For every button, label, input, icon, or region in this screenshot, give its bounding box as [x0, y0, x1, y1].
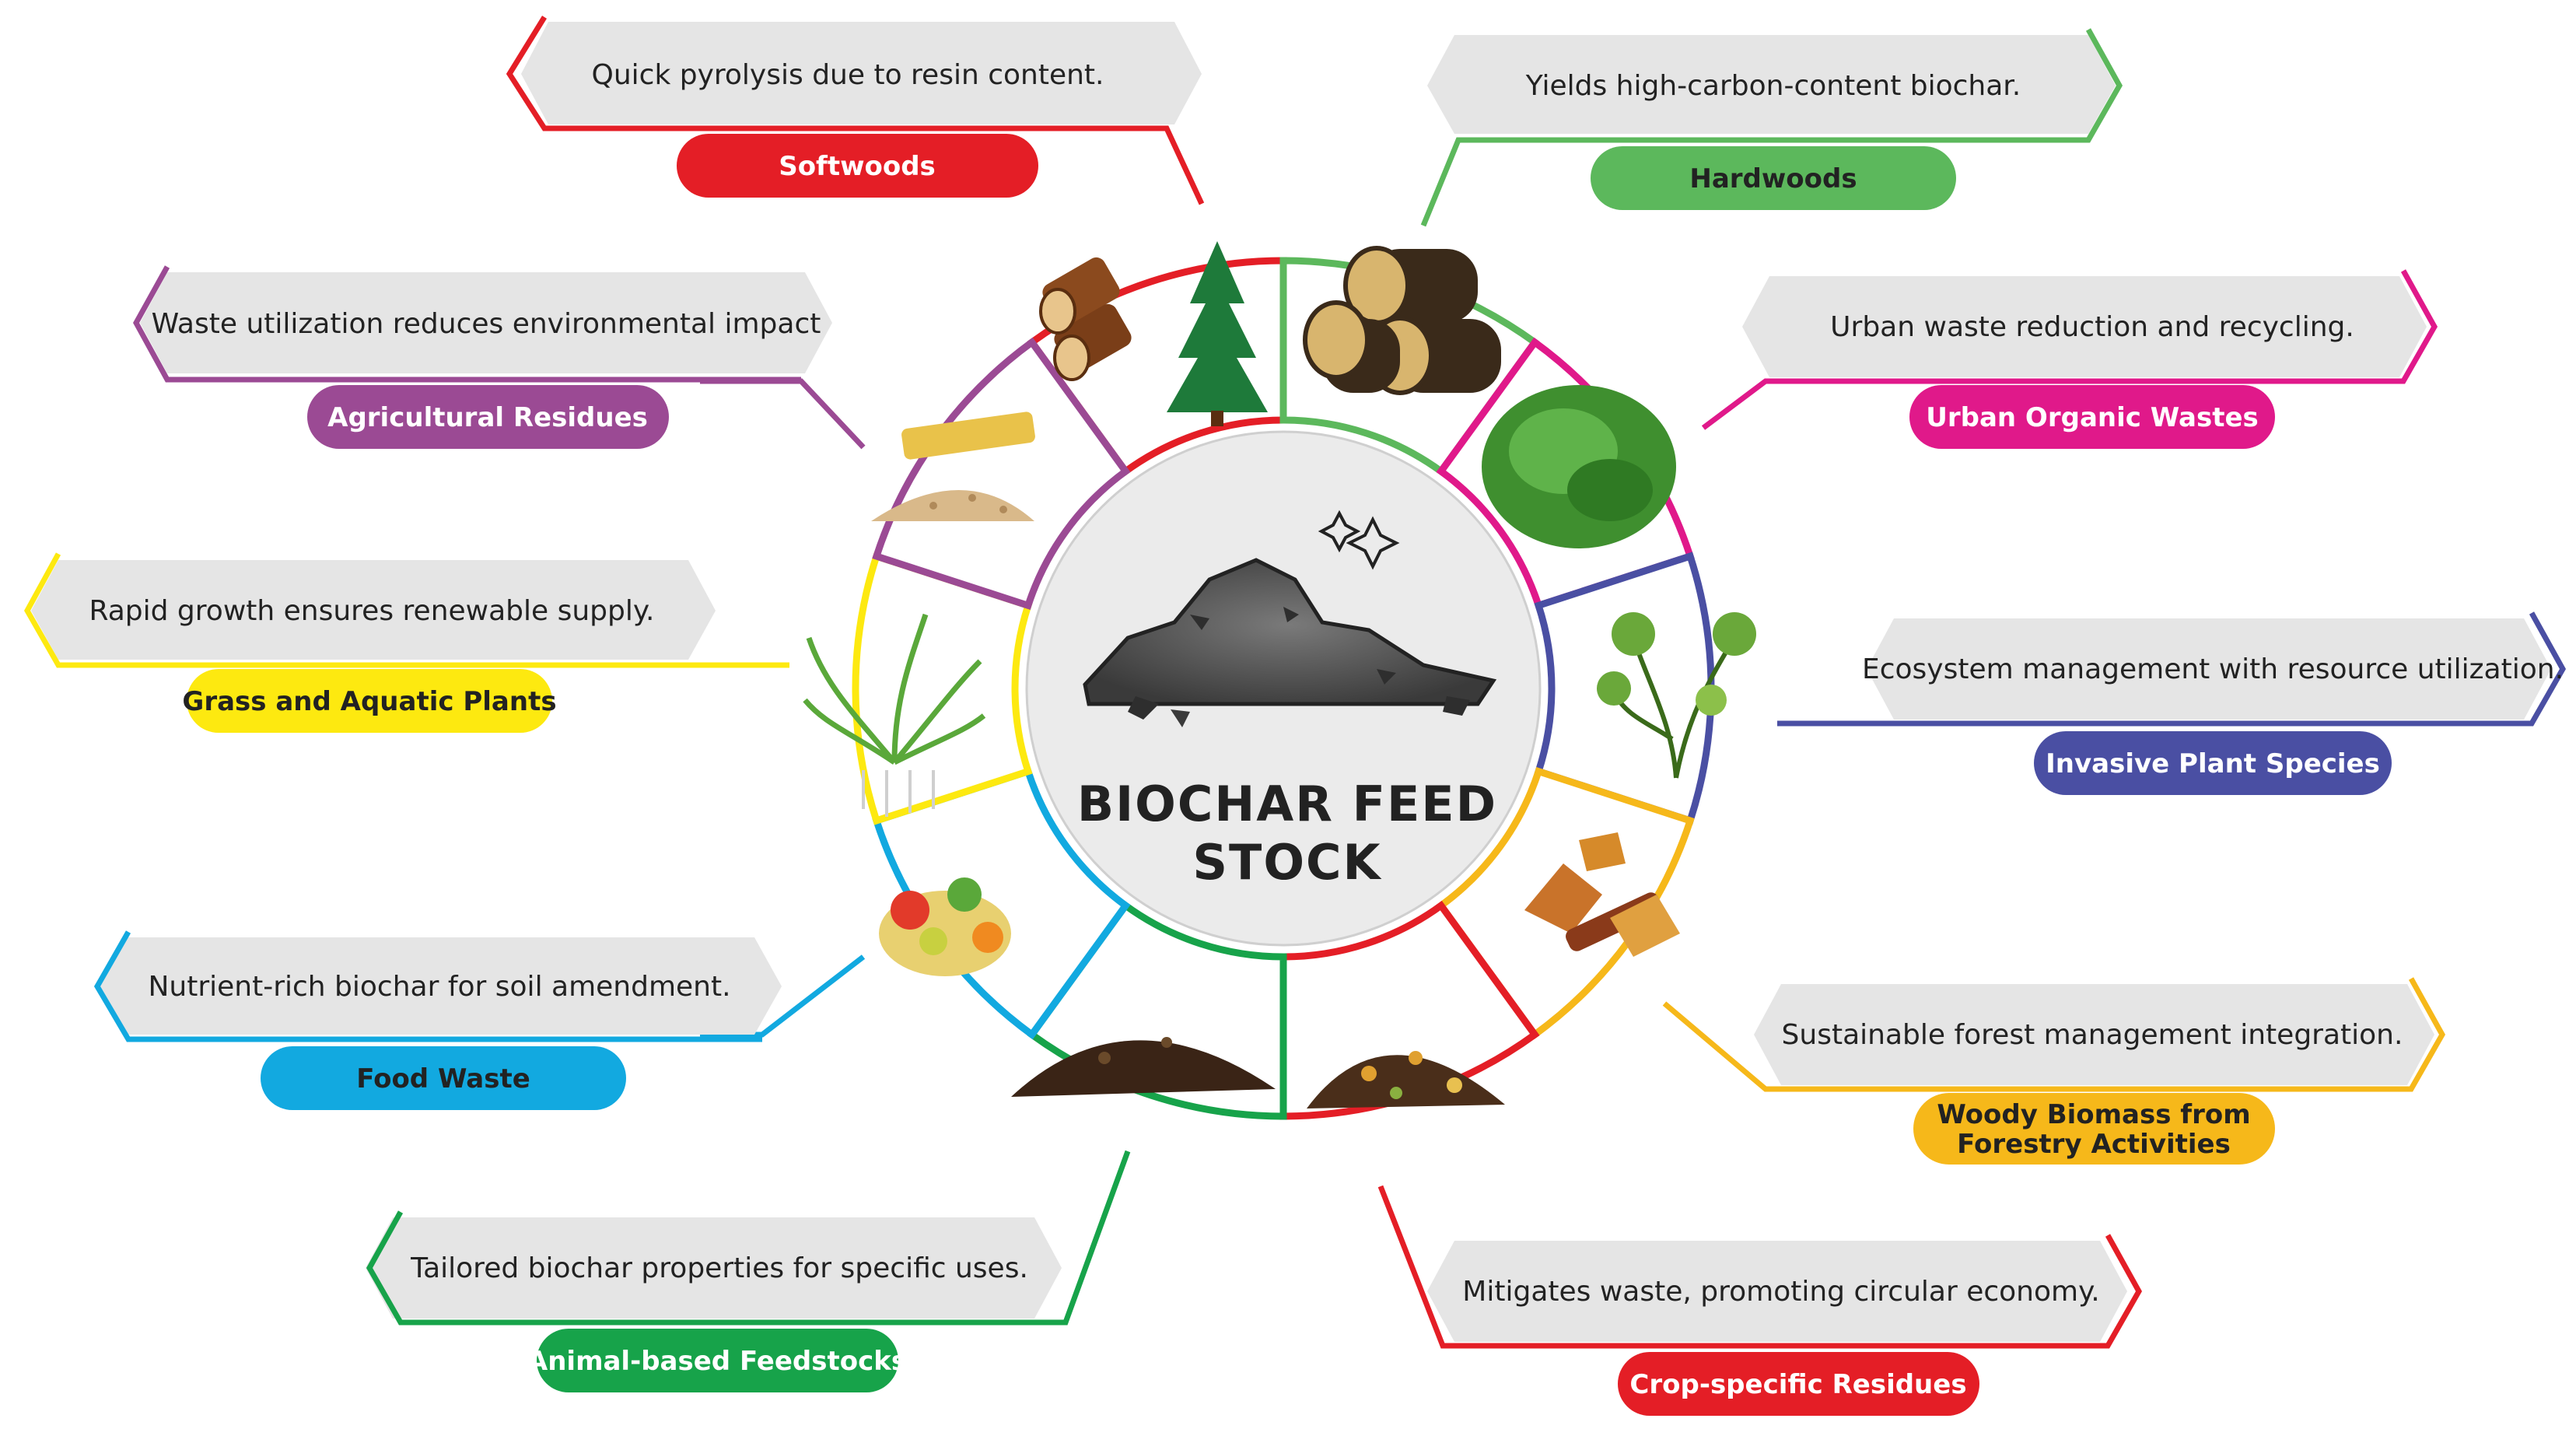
label-pill: [677, 134, 1038, 198]
center-title-line1: BIOCHAR FEED: [1077, 776, 1497, 832]
center-title-line2: STOCK: [1192, 834, 1381, 891]
label-pill: [307, 385, 669, 449]
crop-residue-pile-icon: [1307, 1051, 1505, 1109]
food-waste-icon: [879, 877, 1011, 976]
agricultural-residues-description: Waste utilization reduces environmental …: [152, 308, 821, 340]
connector-agricultural-residues: [700, 378, 866, 450]
aquatic-grass-icon: [803, 613, 986, 817]
hardwoods-label: Hardwoods: [1689, 163, 1857, 194]
callout-woody-biomass: Sustainable forest management integratio…: [1754, 977, 2446, 1165]
animal-based-feedstocks-label: Animal-based Feedstocks: [527, 1346, 907, 1377]
connector-hardwoods: [1420, 137, 1556, 227]
description-banner: [31, 560, 716, 660]
connector-softwoods: [1120, 125, 1205, 205]
banner-bracket: [506, 16, 1167, 131]
callout-agricultural-residues: Waste utilization reduces environmental …: [133, 265, 832, 449]
description-banner: [1742, 276, 2427, 377]
banner-bracket: [1766, 977, 2446, 1092]
manure-pile-icon: [1011, 1037, 1276, 1097]
food-waste-description: Nutrient-rich biochar for soil amendment…: [148, 971, 730, 1003]
grass-clippings-icon: [1482, 385, 1676, 548]
straw-and-husk-icon: [871, 412, 1035, 521]
callout-crop-specific-residues: Mitigates waste, promoting circular econ…: [1427, 1234, 2143, 1416]
animal-based-feedstocks-description: Tailored biochar properties for specific…: [410, 1252, 1028, 1284]
softwoods-description: Quick pyrolysis due to resin content.: [592, 59, 1104, 91]
logs-and-pine-tree-icon: [1039, 241, 1268, 426]
food-waste-label: Food Waste: [356, 1063, 530, 1095]
invasive-plant-species-label: Invasive Plant Species: [2046, 748, 2380, 779]
banner-bracket: [1443, 1234, 2143, 1349]
description-banner: [140, 272, 832, 373]
invasive-plant-species-description: Ecosystem management with resource utili…: [1862, 653, 2564, 685]
crop-specific-residues-label: Crop-specific Residues: [1629, 1369, 1966, 1400]
label-pill: [1618, 1352, 1979, 1416]
label-pill: [1913, 1093, 2275, 1165]
hardwood-logs-icon: [1303, 246, 1501, 395]
description-banner: [97, 937, 782, 1035]
banner-bracket: [23, 552, 482, 668]
description-banner: [1427, 1241, 2127, 1342]
softwoods-label: Softwoods: [779, 151, 936, 182]
connector-urban-organic-wastes: [1701, 378, 1898, 430]
callout-urban-organic-wastes: Urban waste reduction and recycling. Urb…: [1742, 269, 2438, 449]
banner-bracket: [1458, 28, 2123, 143]
urban-organic-wastes-label: Urban Organic Wastes: [1926, 402, 2259, 433]
crop-specific-residues-description: Mitigates waste, promoting circular econ…: [1462, 1276, 2099, 1308]
callout-food-waste: Nutrient-rich biochar for soil amendment…: [93, 930, 782, 1110]
callout-softwoods: Quick pyrolysis due to resin content. So…: [506, 16, 1202, 198]
grass-aquatic-plants-description: Rapid growth ensures renewable supply.: [89, 595, 655, 627]
callout-hardwoods: Yields high-carbon-content biochar. Hard…: [1427, 28, 2123, 210]
woody-biomass-label-line1: Woody Biomass from: [1937, 1099, 2250, 1130]
grass-aquatic-plants-label: Grass and Aquatic Plants: [182, 686, 556, 717]
label-pill: [1591, 146, 1956, 210]
callout-animal-based-feedstocks: Tailored biochar properties for specific…: [366, 1210, 1066, 1392]
woody-biomass-label-line2: Forestry Activities: [1957, 1129, 2231, 1160]
urban-organic-wastes-description: Urban waste reduction and recycling.: [1830, 311, 2354, 343]
description-banner: [366, 1217, 1062, 1319]
label-pill: [261, 1046, 626, 1110]
callout-invasive-plant-species: Ecosystem management with resource utili…: [1862, 611, 2567, 795]
banner-bracket: [133, 265, 801, 383]
wheel-segment-10: [872, 337, 1131, 611]
banner-bracket: [1766, 269, 2438, 384]
callout-grass-aquatic-plants: Rapid growth ensures renewable supply. G…: [23, 552, 716, 733]
woody-biomass-description: Sustainable forest management integratio…: [1782, 1019, 2403, 1051]
label-pill: [2034, 731, 2392, 795]
charcoal-pile-icon: [1083, 510, 1497, 727]
banner-bracket: [366, 1210, 1066, 1326]
description-banner: [1427, 35, 2116, 134]
banner-bracket: [2022, 611, 2567, 727]
invasive-plant-icon: [1597, 612, 1756, 779]
description-banner: [1867, 618, 2551, 720]
wood-chips-icon: [1524, 832, 1680, 957]
description-banner: [1754, 984, 2434, 1085]
hardwoods-description: Yields high-carbon-content biochar.: [1525, 70, 2021, 102]
agricultural-residues-label: Agricultural Residues: [327, 402, 648, 433]
description-banner: [521, 22, 1202, 124]
label-pill: [537, 1329, 898, 1392]
label-pill: [1909, 385, 2275, 449]
banner-bracket: [93, 930, 762, 1042]
label-pill: [187, 669, 552, 733]
